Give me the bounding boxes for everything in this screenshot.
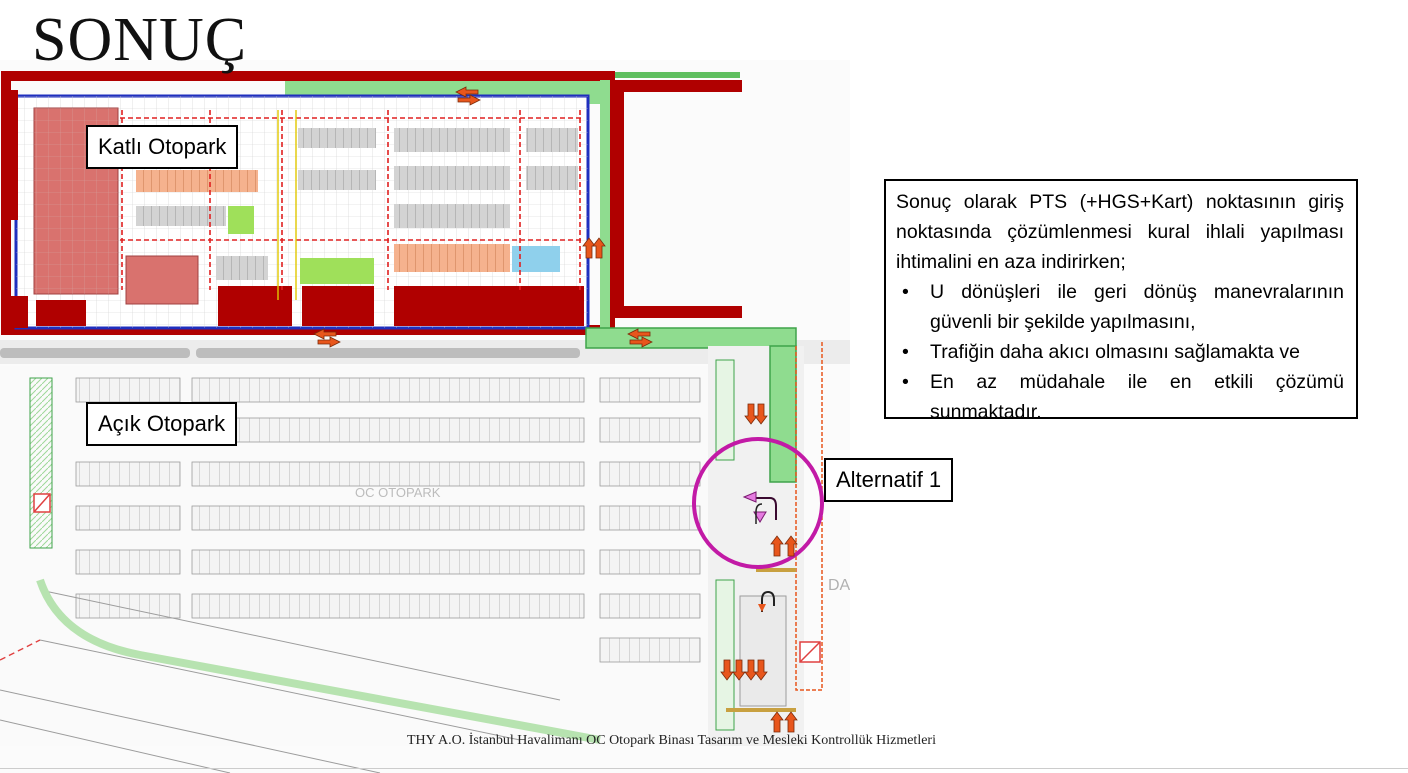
bullet-item: U dönüşleri ile geri dönüş manevralarını… [896, 277, 1344, 337]
svg-text:DA: DA [828, 577, 850, 594]
oc-otopark-watermark: OC OTOPARK [355, 485, 441, 500]
label-alternatif: Alternatif 1 [824, 458, 954, 502]
slide-footer: THY A.O. İstanbul Havalimanı OC Otopark … [407, 733, 936, 748]
label-katli-otopark: Katlı Otopark [86, 125, 239, 169]
alternatif-highlight-circle [692, 437, 824, 569]
bullet-item: Trafiğin daha akıcı olmasını sağlamakta … [896, 337, 1344, 367]
label-acik-otopark: Açık Otopark [86, 402, 238, 446]
slide-title: SONUÇ [32, 6, 248, 74]
site-plan-drawing: OC OTOPARK DA [0, 71, 850, 773]
conclusion-intro: Sonuç olarak PTS (+HGS+Kart) noktasının … [896, 191, 1344, 273]
conclusion-text-panel: Sonuç olarak PTS (+HGS+Kart) noktasının … [884, 179, 1358, 423]
footer-divider [0, 768, 1408, 769]
conclusion-bullet-list: U dönüşleri ile geri dönüş manevralarını… [896, 277, 1344, 427]
bullet-item: En az müdahale ile en etkili çözümü sunm… [896, 367, 1344, 427]
